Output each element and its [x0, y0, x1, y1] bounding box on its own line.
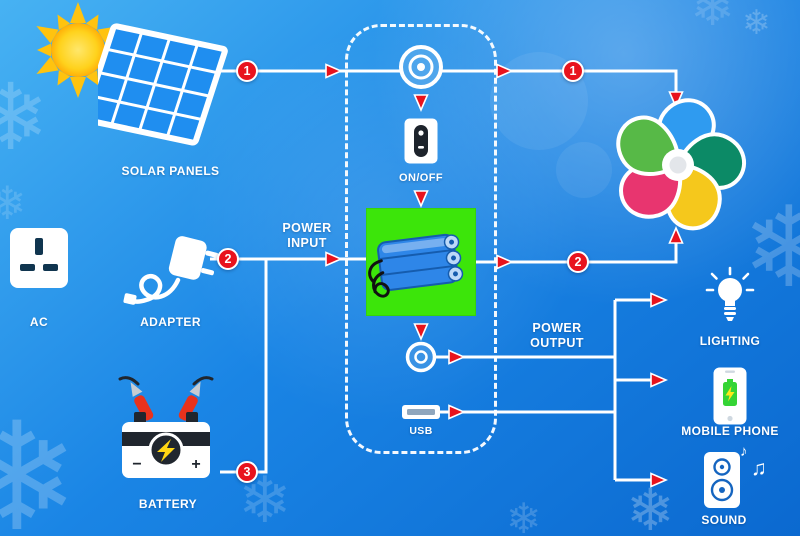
onoff-switch-icon [403, 117, 439, 165]
power-station-box [345, 24, 497, 454]
fan-icon [606, 88, 757, 239]
onoff-label: ON/OFF [399, 172, 443, 184]
battery-plus-sign: + [191, 456, 200, 473]
ac-label: AC [29, 315, 49, 329]
dc-input-connector-icon [397, 43, 445, 91]
battery-icon: − + [104, 374, 228, 486]
music-note-icon: ♪ [740, 443, 748, 460]
badge-battery-line: 3 [236, 461, 258, 483]
badge-solar-line: 1 [236, 60, 258, 82]
mobile-phone-icon [712, 366, 748, 426]
usb-label: USB [409, 425, 433, 437]
bokeh-glow [556, 142, 612, 198]
badge-fan-bottom-line: 2 [567, 251, 589, 273]
solar-panels-label: SOLAR PANELS [121, 164, 220, 178]
power-input-label: POWER INPUT [282, 221, 332, 250]
adapter-icon [122, 222, 222, 317]
ac-socket-icon [8, 226, 70, 290]
lighting-icon [703, 266, 757, 328]
usb-port-icon [401, 404, 441, 420]
mobile-phone-label: MOBILE PHONE [681, 424, 779, 438]
music-note-icon: ♫ [751, 457, 767, 480]
adapter-label: ADAPTER [140, 315, 201, 329]
badge-adapter-line: 2 [217, 248, 239, 270]
sound-icon [702, 450, 746, 510]
power-output-label: POWER OUTPUT [530, 321, 584, 350]
badge-fan-top-line: 1 [562, 60, 584, 82]
lighting-label: LIGHTING [699, 334, 761, 348]
battery-pack-image [366, 208, 476, 316]
dc-output-connector-icon [404, 340, 438, 374]
battery-label: BATTERY [138, 497, 198, 511]
battery-minus-sign: − [132, 456, 141, 473]
solar-panel-icon [81, 18, 243, 168]
sound-label: SOUND [701, 513, 747, 527]
